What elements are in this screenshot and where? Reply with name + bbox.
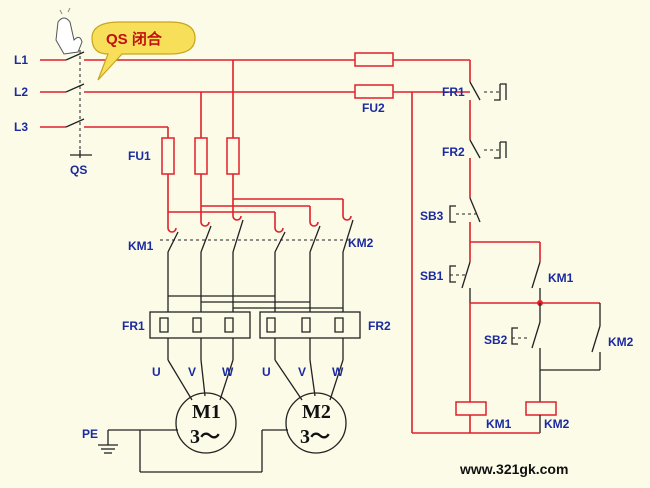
label-w1: W [222, 365, 234, 379]
label-km2-main: KM2 [348, 236, 374, 250]
label-u2: U [262, 365, 271, 379]
m2-phase: 3～ [300, 426, 330, 448]
fr2-thermal-relay [259, 311, 361, 339]
m1-name: M1 [192, 401, 221, 423]
label-fu2: FU2 [362, 101, 385, 115]
control-circuit [411, 60, 601, 434]
label-sb1: SB1 [420, 269, 444, 283]
supply-lines [40, 50, 470, 158]
label-pe: PE [82, 427, 98, 441]
labels: L1 L2 L3 QS FU1 FU2 KM1 KM2 FR1 FR2 FR1 … [14, 53, 634, 477]
label-fr2-ctrl: FR2 [442, 145, 465, 159]
label-v2: V [298, 365, 306, 379]
label-v1: V [188, 365, 196, 379]
label-l1: L1 [14, 53, 28, 67]
label-km1-coil: KM1 [486, 417, 512, 431]
watermark: www.321gk.com [459, 461, 568, 477]
label-km2-aux: KM2 [608, 335, 634, 349]
fr1-thermal-relay [149, 311, 251, 339]
label-fr1-main: FR1 [122, 319, 145, 333]
motor-m1: M1 3～ [175, 392, 237, 454]
motor-feed-wires [167, 338, 344, 401]
label-km1-aux: KM1 [548, 271, 574, 285]
label-km1-main: KM1 [128, 239, 154, 253]
label-w2: W [332, 365, 344, 379]
label-sb2: SB2 [484, 333, 508, 347]
label-fu1: FU1 [128, 149, 151, 163]
fu2-fuses [354, 52, 394, 99]
fu1-fuses [161, 137, 240, 228]
m2-name: M2 [302, 401, 331, 423]
qs-closed-callout: QS 闭合 [91, 21, 196, 81]
label-qs: QS [70, 163, 87, 177]
label-l2: L2 [14, 85, 28, 99]
label-fr1-ctrl: FR1 [442, 85, 465, 99]
label-fr2-main: FR2 [368, 319, 391, 333]
pe-ground [98, 429, 288, 473]
label-u1: U [152, 365, 161, 379]
hand-pointer-icon [55, 7, 83, 55]
contact-to-fr-wires [167, 252, 344, 312]
callout-text: QS 闭合 [106, 30, 163, 48]
motor-m2: M2 3～ [285, 392, 347, 454]
km-main-contacts [160, 215, 354, 253]
km2-feed-bus [168, 198, 344, 228]
power-drops [167, 60, 234, 138]
label-km2-coil: KM2 [544, 417, 570, 431]
m1-phase: 3～ [190, 426, 220, 448]
label-sb3: SB3 [420, 209, 444, 223]
label-l3: L3 [14, 120, 28, 134]
